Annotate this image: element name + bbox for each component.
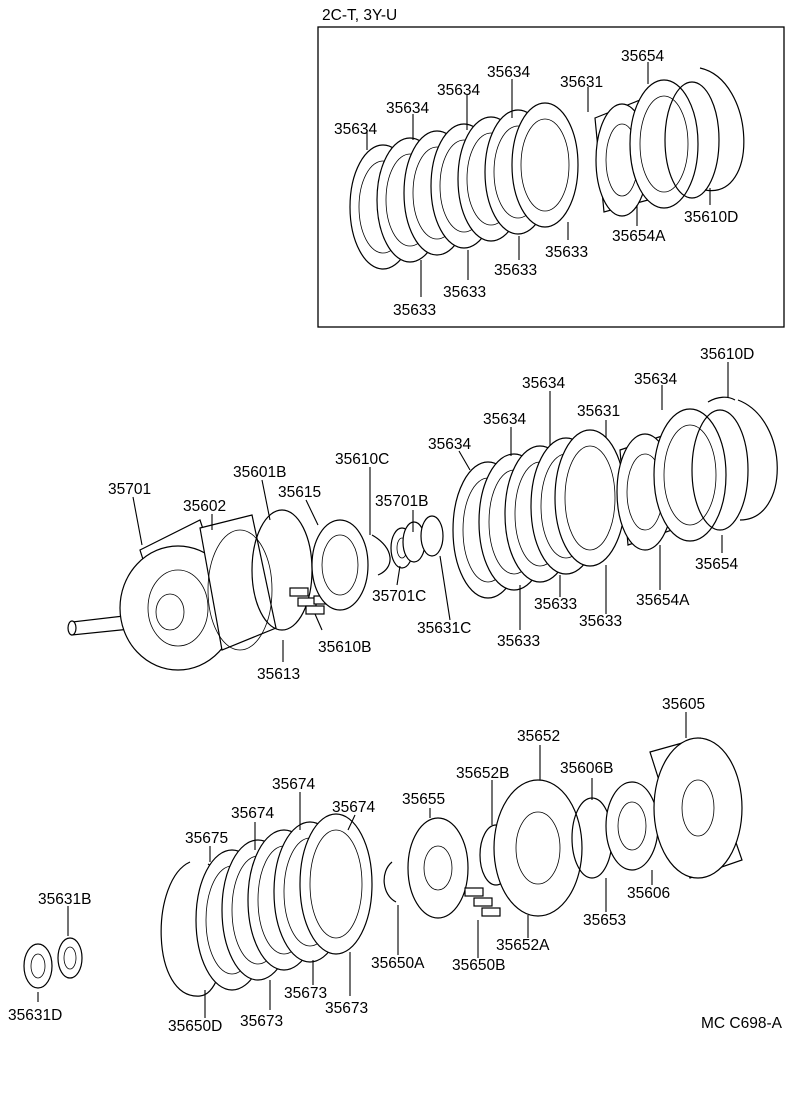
label-35610D: 35610D <box>700 346 754 363</box>
inset-title: 2C-T, 3Y-U <box>322 7 397 24</box>
inset-label-35633-d: 35633 <box>545 244 588 261</box>
inset-label-35633-a: 35633 <box>393 302 436 319</box>
label-35655: 35655 <box>402 791 445 808</box>
inset-label-35633-b: 35633 <box>443 284 486 301</box>
label-35634-b: 35634 <box>483 411 526 428</box>
label-35631D: 35631D <box>8 1007 62 1024</box>
bottom-group: 35605 35652 35652B 35606B 35655 35674 35… <box>8 696 783 1035</box>
inset-label-35654: 35654 <box>621 48 664 65</box>
drum-35605 <box>649 737 743 879</box>
inset-clutch-stack <box>349 102 579 270</box>
inset-leaders <box>366 62 711 297</box>
label-35631C: 35631C <box>417 620 471 637</box>
inset-label-35654A: 35654A <box>612 228 666 245</box>
label-35601B: 35601B <box>233 464 286 481</box>
inset-label-35633-c: 35633 <box>494 262 537 279</box>
inset-label-35610D: 35610D <box>684 209 738 226</box>
middle-leaders <box>132 362 729 662</box>
label-35631: 35631 <box>577 403 620 420</box>
washer-35631D <box>23 943 53 989</box>
oneway-35654 <box>653 408 749 542</box>
snapring-35650A <box>383 861 397 903</box>
inset-label-35634-a: 35634 <box>334 121 377 138</box>
plate-35655 <box>407 817 469 919</box>
label-35674-a: 35674 <box>272 776 315 793</box>
drum-35701 <box>67 519 241 671</box>
label-35650A: 35650A <box>371 955 425 972</box>
bearing-35631B <box>57 937 83 979</box>
inset-frame <box>317 26 785 328</box>
label-35652: 35652 <box>517 728 560 745</box>
hub-35606 <box>605 781 659 871</box>
inset-group: 2C-T, 3Y-U <box>317 7 785 328</box>
middle-clutch-stack <box>452 429 626 599</box>
inset-snap-ring <box>699 67 745 192</box>
inset-oneway-35654 <box>629 79 720 209</box>
bottom-clutch-stack <box>195 813 373 991</box>
label-35633-c: 35633 <box>579 613 622 630</box>
label-35634-d: 35634 <box>634 371 677 388</box>
retainer-35615 <box>311 519 369 611</box>
label-35631B: 35631B <box>38 891 91 908</box>
label-35613: 35613 <box>257 666 300 683</box>
piston-35602 <box>199 514 277 651</box>
snapring-35610D <box>737 399 778 521</box>
label-35673-c: 35673 <box>325 1000 368 1017</box>
label-35701B: 35701B <box>375 493 428 510</box>
snapring-35610C <box>371 534 391 576</box>
label-35652B: 35652B <box>456 765 509 782</box>
label-35653: 35653 <box>583 912 626 929</box>
label-35675: 35675 <box>185 830 228 847</box>
label-35674-b: 35674 <box>231 805 274 822</box>
bearing-35701BC <box>390 515 444 569</box>
inset-label-35634-c: 35634 <box>437 82 480 99</box>
label-35654A: 35654A <box>636 592 690 609</box>
label-35606B: 35606B <box>560 760 613 777</box>
inset-label-35634-b: 35634 <box>386 100 429 117</box>
label-35674-c: 35674 <box>332 799 375 816</box>
label-35652A: 35652A <box>496 937 550 954</box>
label-35634-c: 35634 <box>522 375 565 392</box>
label-35673-a: 35673 <box>240 1013 283 1030</box>
label-35610C: 35610C <box>335 451 389 468</box>
label-35650D: 35650D <box>168 1018 222 1035</box>
label-35606: 35606 <box>627 885 670 902</box>
inset-label-35634-d: 35634 <box>487 64 530 81</box>
label-35654: 35654 <box>695 556 738 573</box>
label-35633-a: 35633 <box>497 633 540 650</box>
inset-label-35631: 35631 <box>560 74 603 91</box>
label-35633-b: 35633 <box>534 596 577 613</box>
label-35602: 35602 <box>183 498 226 515</box>
bottom-leaders <box>37 712 687 1018</box>
label-35701: 35701 <box>108 481 151 498</box>
label-35673-b: 35673 <box>284 985 327 1002</box>
springs-35650B <box>464 887 501 917</box>
label-35605: 35605 <box>662 696 705 713</box>
label-35634-a: 35634 <box>428 436 471 453</box>
piston-35652 <box>493 779 583 917</box>
label-35701C: 35701C <box>372 588 426 605</box>
figure-code: MC C698-A <box>701 1015 783 1032</box>
snapring-35610D-inner <box>707 396 736 403</box>
label-35650B: 35650B <box>452 957 505 974</box>
middle-group: 35701 35602 35601B 35615 35610C 35701B 3… <box>67 346 778 683</box>
label-35610B: 35610B <box>318 639 371 656</box>
label-35615: 35615 <box>278 484 321 501</box>
